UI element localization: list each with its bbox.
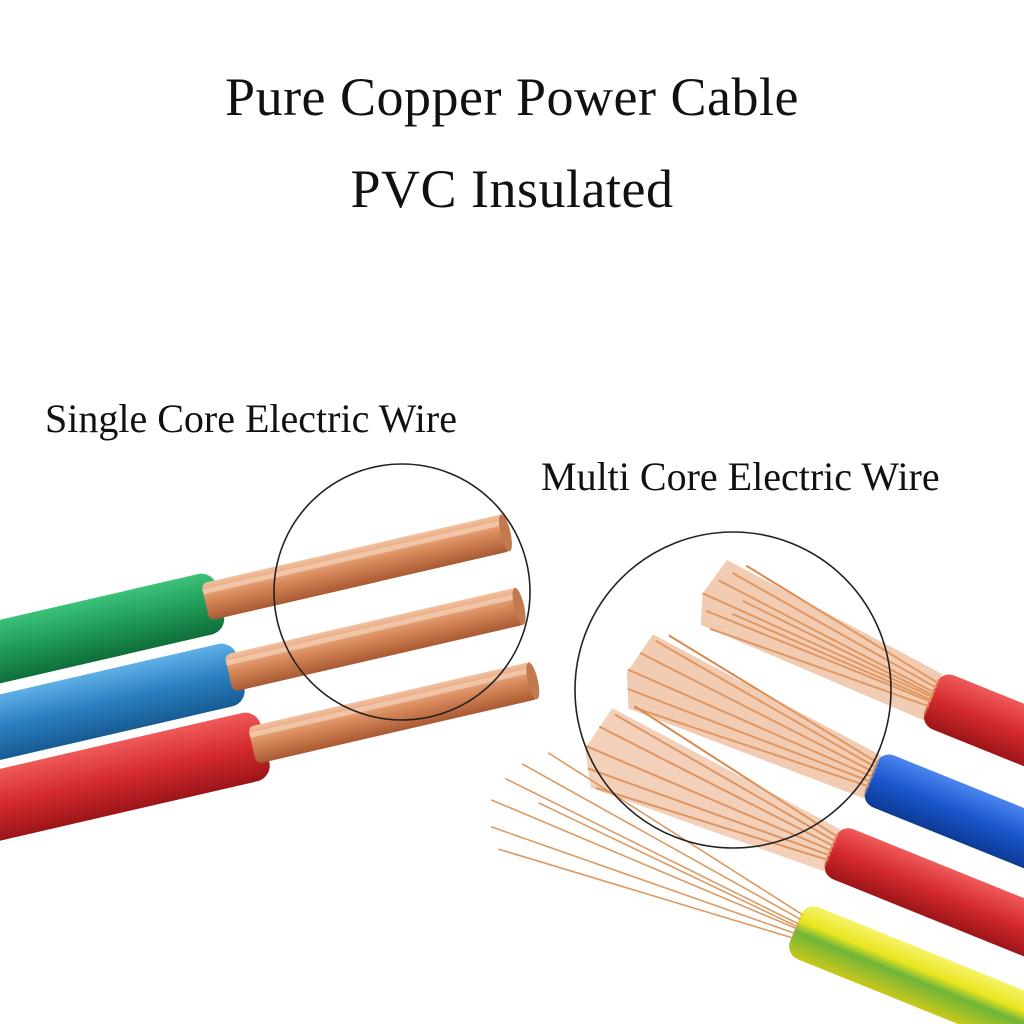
blue-single-wire xyxy=(0,587,526,772)
red-multi-wire-2 xyxy=(585,705,1024,960)
single-core-wires xyxy=(0,514,540,853)
red-multi-wire xyxy=(700,559,1024,795)
multi-core-highlight-circle xyxy=(574,531,892,849)
multi-core-label: Multi Core Electric Wire xyxy=(541,454,940,499)
title-line-2: PVC Insulated xyxy=(350,159,674,219)
multi-core-wires xyxy=(490,559,1024,1024)
blue-multi-wire xyxy=(626,634,1024,881)
yellow-green-multi-wire xyxy=(490,752,1024,1024)
green-single-wire xyxy=(0,514,512,696)
single-core-highlight-circle xyxy=(273,463,531,721)
red-single-wire xyxy=(0,662,540,853)
single-core-label: Single Core Electric Wire xyxy=(45,396,457,441)
title-line-1: Pure Copper Power Cable xyxy=(225,67,799,127)
